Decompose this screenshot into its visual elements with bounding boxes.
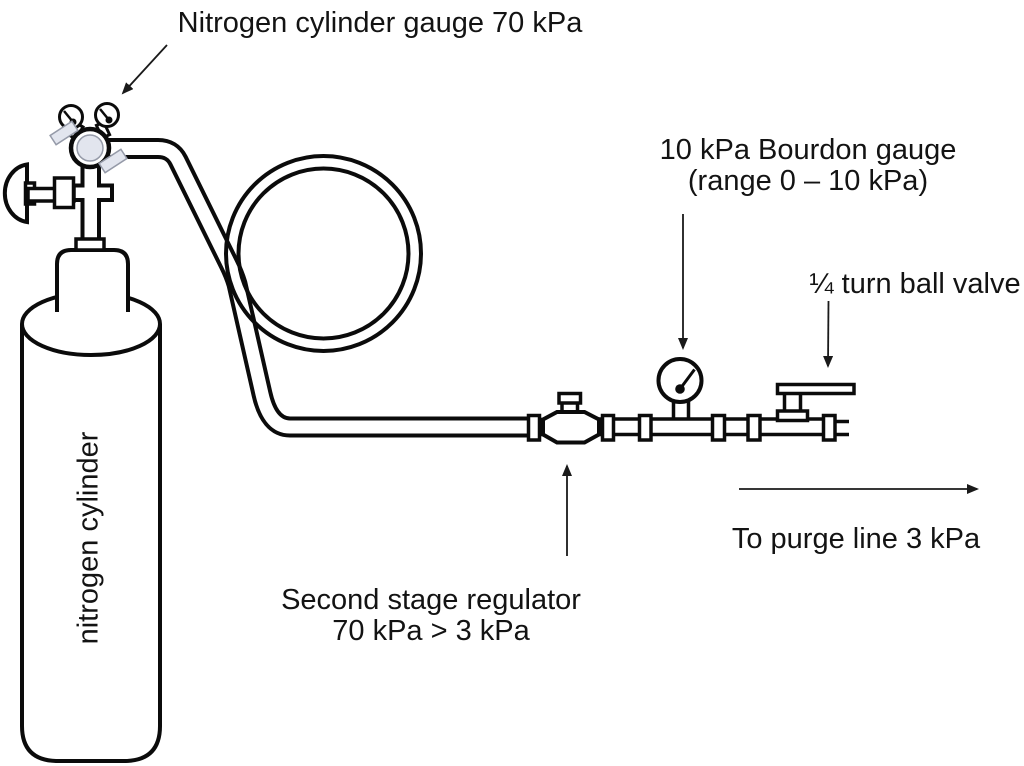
- supply-hose: [103, 138, 532, 438]
- annotation-arrows: [121, 44, 979, 556]
- second-stage-regulator: [541, 410, 601, 445]
- label-ball-valve: ¼ turn ball valve: [809, 268, 1021, 300]
- gauge-pivot-right: [105, 116, 113, 124]
- cylinder-valve: [2, 162, 114, 252]
- label-nitrogen-cylinder: nitrogen cylinder: [72, 431, 105, 645]
- cylinder-body-outline: [20, 324, 162, 763]
- bourdon-dial: [656, 357, 704, 404]
- bourdon-gauge: [656, 357, 704, 404]
- handwheel: [2, 162, 29, 225]
- pipe-union: [710, 413, 727, 442]
- packing-nut: [52, 176, 76, 210]
- valve-foot: [74, 237, 106, 252]
- hose-inner: [103, 142, 532, 434]
- arrow-to-cylinder-gauge: [121, 44, 168, 95]
- regulator-bonnet-cap: [557, 391, 583, 405]
- cylinder-gauge-right: [94, 102, 120, 128]
- pipe-union: [637, 413, 653, 442]
- valve-handle-upper: [49, 120, 79, 146]
- nitrogen-cylinder: [20, 248, 162, 763]
- cylinder-neck: [55, 248, 130, 312]
- pipe-line: [526, 382, 856, 445]
- valve-handle-lower: [98, 148, 128, 174]
- valve-body-core: [76, 134, 104, 162]
- hose-coil: [224, 154, 423, 353]
- hose-coil-inner: [236, 166, 411, 341]
- pipe-union: [526, 413, 542, 442]
- ball-valve-handle: [775, 382, 856, 396]
- cylinder-valve-head: [49, 102, 128, 174]
- arrow-to-ball-valve: [823, 300, 834, 368]
- pipe-union: [821, 413, 837, 442]
- hose-coil-outer: [224, 154, 423, 353]
- pipe-union: [600, 413, 616, 442]
- valve-cross: [71, 164, 114, 242]
- label-purge-line: To purge line 3 kPa: [731, 523, 981, 555]
- hose-outer: [103, 138, 532, 438]
- ball-valve-base: [775, 409, 810, 423]
- label-bourdon-gauge-line2: (range 0 – 10 kPa): [687, 165, 929, 197]
- bourdon-pivot: [675, 384, 685, 394]
- label-regulator-line1: Second stage regulator: [281, 584, 581, 616]
- pipe-union: [746, 413, 762, 442]
- label-bourdon-gauge-line1: 10 kPa Bourdon gauge: [659, 134, 957, 166]
- label-cylinder-gauge: Nitrogen cylinder gauge 70 kPa: [177, 7, 583, 39]
- label-regulator-line2: 70 kPa > 3 kPa: [332, 615, 530, 647]
